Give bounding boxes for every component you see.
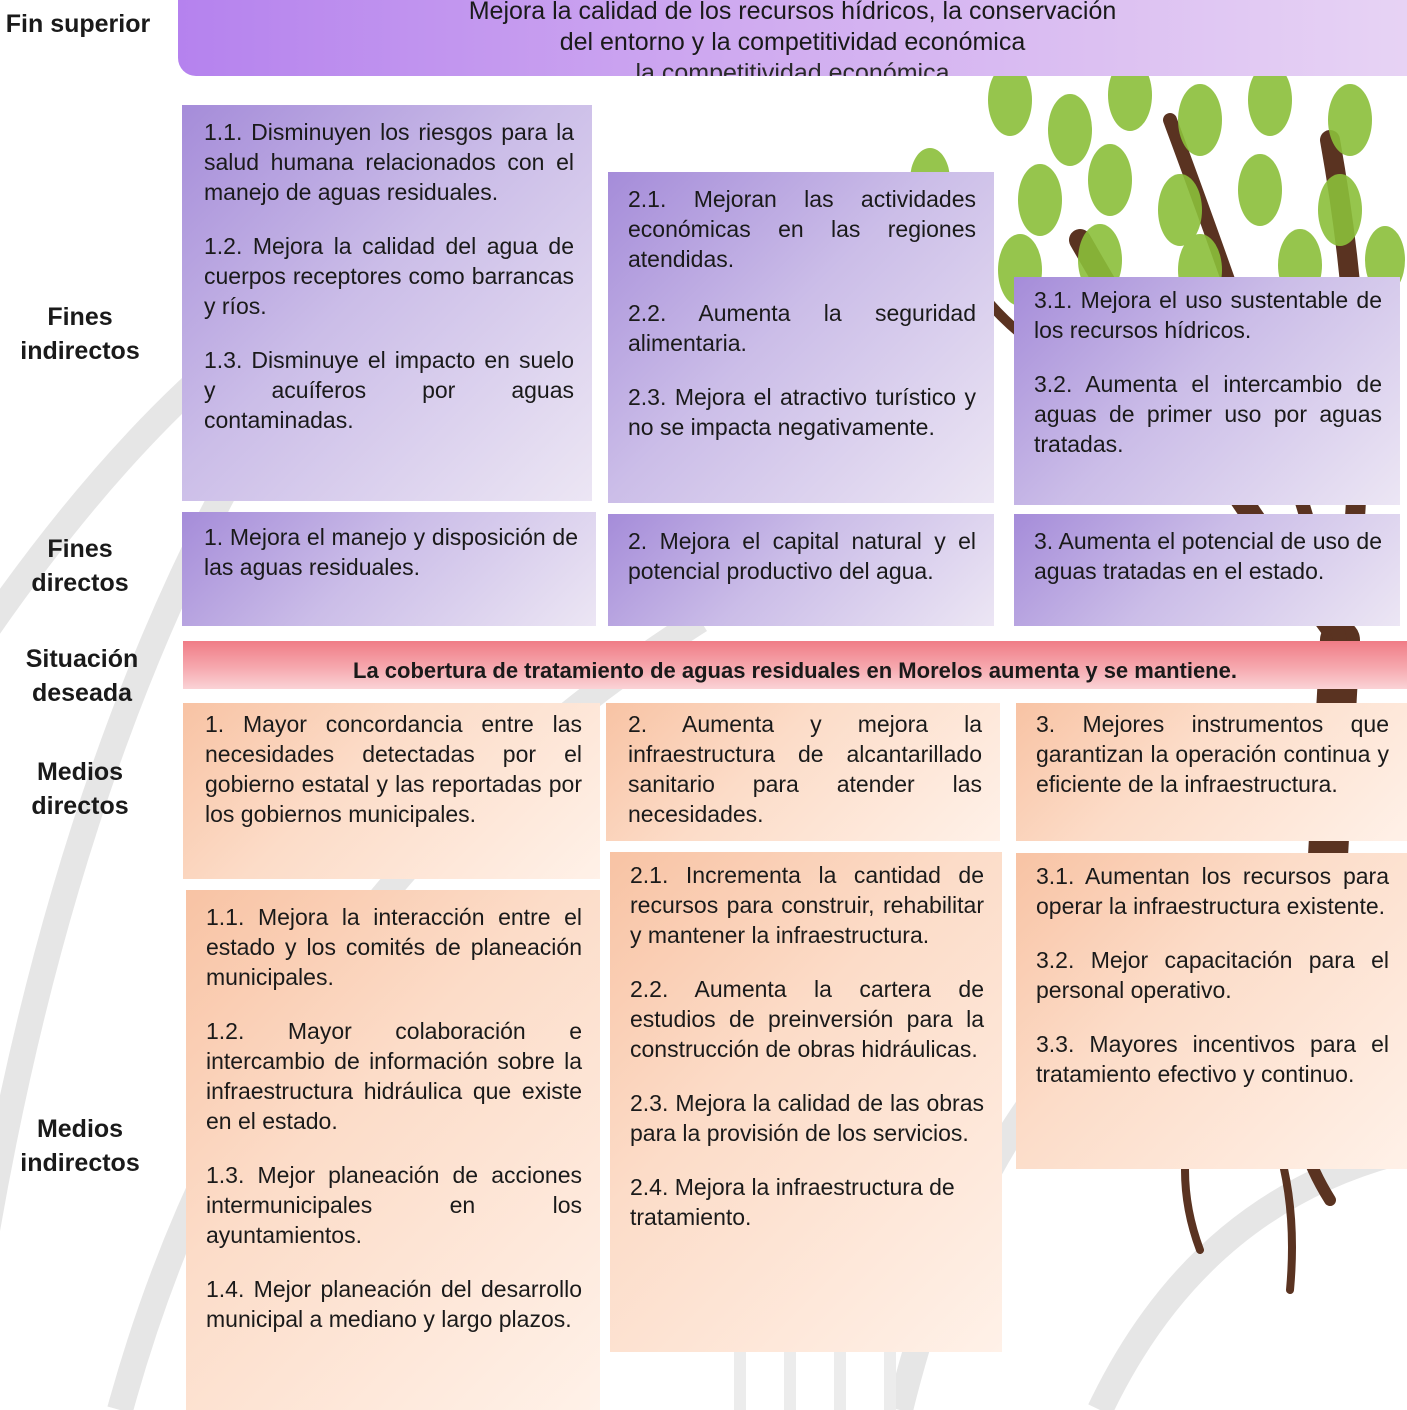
medio-indirecto-2-1: 2.1. Incrementa la cantidad de recursos … [630,862,984,948]
medio-indirecto-1-1: 1.1. Mejora la interacción entre el esta… [206,904,582,990]
fin-indirecto-2-1: 2.1. Mejoran las actividades económicas … [628,186,976,272]
fin-indirecto-1-2: 1.2. Mejora la calidad del agua de cuerp… [204,233,574,319]
medios-indirectos-col2: 2.1. Incrementa la cantidad de recursos … [610,852,1002,1352]
medio-indirecto-1-3: 1.3. Mejor planeación de acciones interm… [206,1162,582,1248]
fin-superior-banner: Mejora la calidad de los recursos hídric… [178,0,1407,76]
medio-directo-1: 1. Mayor concordancia entre las necesida… [183,703,600,879]
row-label-situacion-deseada: Situación deseada [25,645,139,707]
medio-indirecto-1-2: 1.2. Mayor colaboración e intercambio de… [206,1018,582,1134]
medio-directo-3: 3. Mejores instrumentos que garantizan l… [1016,703,1407,841]
fin-indirecto-2-2: 2.2. Aumenta la seguridad alimentaria. [628,300,976,356]
fin-superior-line1: Mejora la calidad de los recursos hídric… [468,0,1117,25]
medio-indirecto-2-2: 2.2. Aumenta la cartera de estudios de p… [630,976,984,1062]
fin-indirecto-1-1: 1.1. Disminuyen los riesgos para la salu… [204,119,574,205]
fines-indirectos-col2: 2.1. Mejoran las actividades económicas … [608,172,994,503]
medios-indirectos-col3: 3.1. Aumentan los recursos para operar l… [1016,853,1407,1169]
medio-directo-2: 2. Aumenta y mejora la infraestructura d… [606,703,1000,841]
situacion-deseada-bar: La cobertura de tratamiento de aguas res… [183,641,1407,689]
fin-directo-1: 1. Mejora el manejo y disposición de las… [182,512,596,626]
fines-indirectos-col1: 1.1. Disminuyen los riesgos para la salu… [182,105,592,501]
medio-indirecto-3-3: 3.3. Mayores incentivos para el tratamie… [1036,1031,1389,1087]
row-label-fines-indirectos: Fines indirectos [20,303,140,365]
fin-directo-3: 3. Aumenta el potencial de uso de aguas … [1014,514,1400,626]
fin-indirecto-3-1: 3.1. Mejora el uso sustentable de los re… [1034,287,1382,343]
row-label-fines-directos: Fines directos [31,535,129,597]
medio-indirecto-2-3: 2.3. Mejora la calidad de las obras para… [630,1090,984,1146]
fin-superior-line2: del entorno y la competitividad económic… [559,28,1026,56]
medio-indirecto-2-4: 2.4. Mejora la infraestructura de tratam… [630,1174,955,1230]
fin-directo-2: 2. Mejora el capital natural y el potenc… [608,514,994,626]
medio-indirecto-3-1: 3.1. Aumentan los recursos para operar l… [1036,863,1389,919]
medios-indirectos-col1: 1.1. Mejora la interacción entre el esta… [186,890,600,1410]
row-label-medios-indirectos: Medios indirectos [20,1115,140,1177]
row-label-fin-superior: Fin superior [5,10,151,38]
medio-indirecto-1-4: 1.4. Mejor planeación del desarrollo mun… [206,1276,582,1332]
fin-indirecto-3-2: 3.2. Aumenta el intercambio de aguas de … [1034,371,1382,457]
fin-indirecto-1-3: 1.3. Disminuye el impacto en suelo y acu… [204,347,574,433]
row-label-medios-directos: Medios directos [31,758,129,820]
fin-indirecto-2-3: 2.3. Mejora el atractivo turístico y no … [628,384,976,440]
fin-superior-line3: la competitividad económica [635,59,950,76]
fines-indirectos-col3: 3.1. Mejora el uso sustentable de los re… [1014,277,1400,505]
medio-indirecto-3-2: 3.2. Mejor capacitación para el personal… [1036,947,1389,1003]
